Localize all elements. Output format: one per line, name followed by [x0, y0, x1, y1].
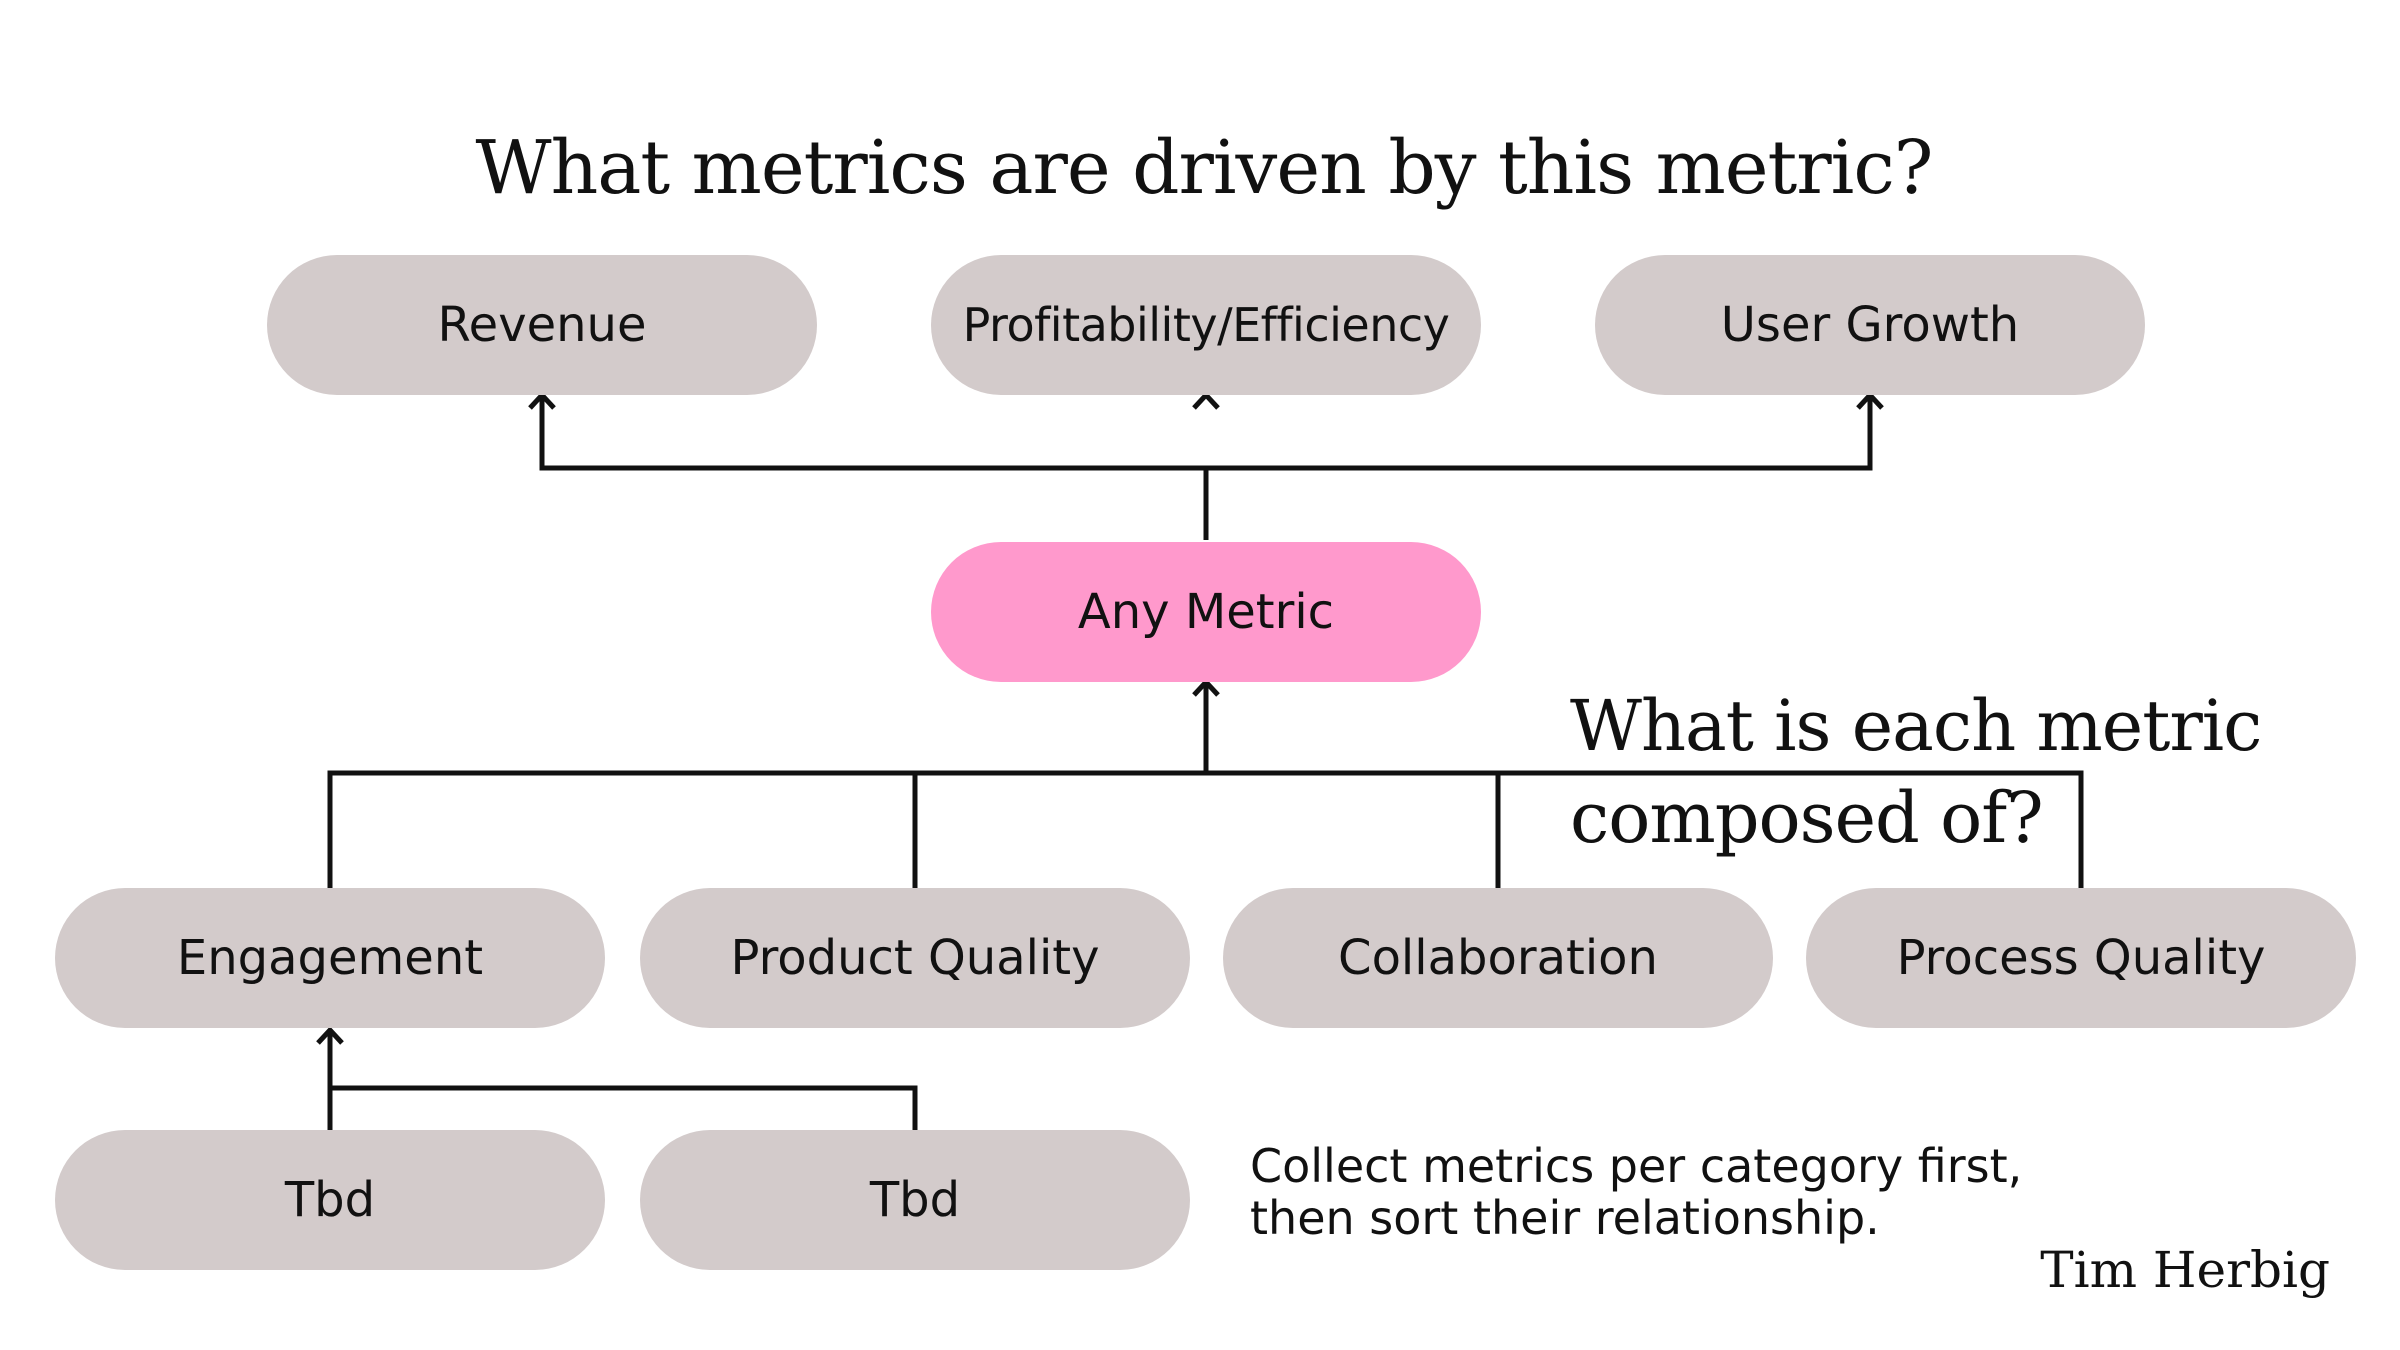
- arrowhead-any-metric: [1192, 678, 1220, 697]
- arrowhead-engagement: [316, 1026, 344, 1045]
- node-process-quality: Process Quality: [1806, 888, 2356, 1028]
- connector-to-top-row: [539, 398, 1873, 540]
- node-engagement: Engagement: [55, 888, 605, 1028]
- arrowhead-profitability: [1192, 391, 1220, 410]
- node-collaboration: Collaboration: [1223, 888, 1773, 1028]
- diagram-title: What metrics are driven by this metric?: [475, 125, 1934, 211]
- arrowhead-revenue: [528, 391, 556, 410]
- subtitle-line-2: composed of?: [1570, 777, 2044, 859]
- instruction-note: Collect metrics per category first, then…: [1250, 1140, 2022, 1244]
- node-any-metric: Any Metric: [931, 542, 1481, 682]
- arrowhead-user-growth: [1856, 391, 1884, 410]
- node-user-growth: User Growth: [1595, 255, 2145, 395]
- author-signature: Tim Herbig: [2040, 1241, 2330, 1299]
- node-tbd-1: Tbd: [55, 1130, 605, 1270]
- node-profitability-efficiency: Profitability/Efficiency: [931, 255, 1481, 395]
- node-revenue: Revenue: [267, 255, 817, 395]
- node-product-quality: Product Quality: [640, 888, 1190, 1028]
- connector-from-middle-row: [327, 682, 2084, 888]
- subtitle-line-1: What is each metric: [1570, 685, 2262, 767]
- note-line-1: Collect metrics per category first,: [1250, 1139, 2023, 1193]
- node-tbd-2: Tbd: [640, 1130, 1190, 1270]
- connector-from-bottom-row: [327, 1030, 918, 1130]
- diagram-subtitle: What is each metric composed of?: [1570, 680, 2262, 864]
- note-line-2: then sort their relationship.: [1250, 1191, 1880, 1245]
